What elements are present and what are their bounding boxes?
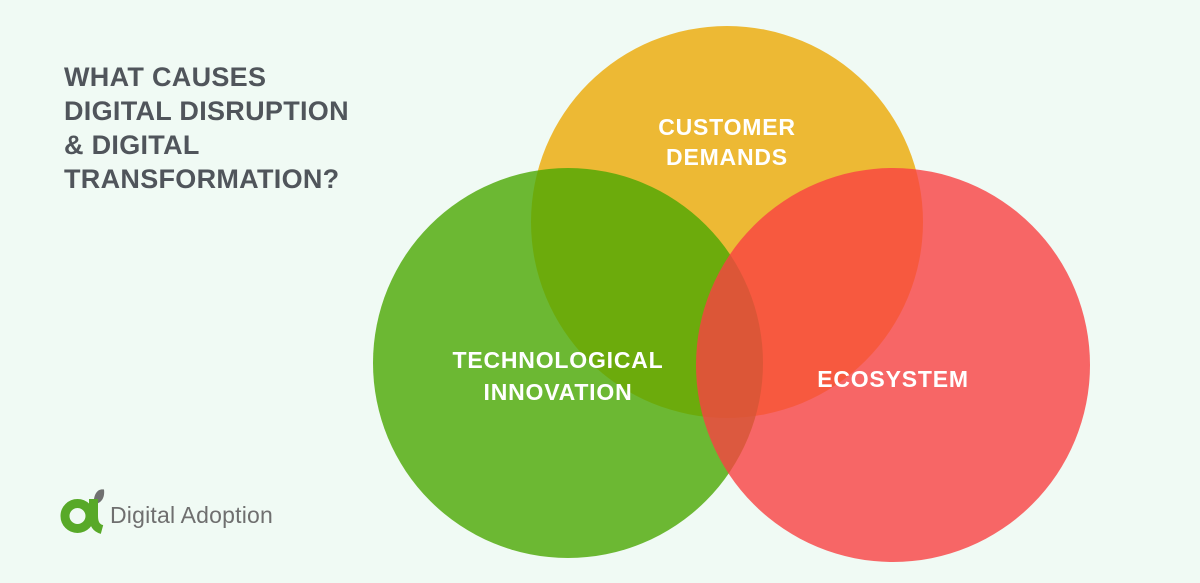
venn-label-line: TECHNOLOGICAL [452,347,664,373]
venn-label-line: CUSTOMER [658,114,796,140]
logo-wordmark: Digital Adoption [110,501,274,528]
page-title: WHAT CAUSES DIGITAL DISRUPTION & DIGITAL… [64,60,404,196]
digital-adoption-logo-icon [60,489,105,534]
venn-label-line: ECOSYSTEM [817,366,969,392]
title-line-2: DIGITAL DISRUPTION [64,96,349,126]
venn-label-technological-innovation: TECHNOLOGICAL INNOVATION [408,344,708,408]
title-line-1: WHAT CAUSES [64,62,267,92]
venn-circle-ecosystem [696,168,1090,562]
title-line-3: & DIGITAL [64,130,200,160]
logo-a-bowl [60,499,95,533]
venn-label-ecosystem: ECOSYSTEM [793,364,993,394]
venn-label-customer-demands: CUSTOMER DEMANDS [601,112,853,172]
title-line-4: TRANSFORMATION? [64,164,340,194]
logo-a-stem [89,499,104,534]
digital-adoption-logo: Digital Adoption [60,486,273,534]
venn-label-line: DEMANDS [666,144,788,170]
venn-label-line: INNOVATION [483,379,633,405]
